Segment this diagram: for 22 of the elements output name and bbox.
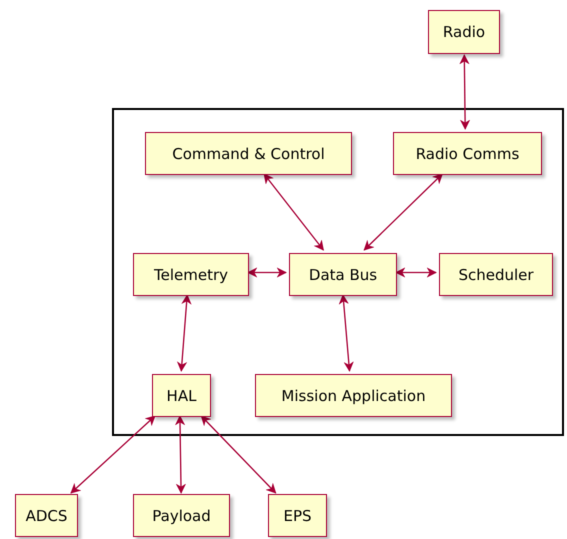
component-box: HAL <box>152 374 211 417</box>
component-box: ADCS <box>15 494 78 537</box>
component-box: Scheduler <box>439 253 553 296</box>
component-box: Radio Comms <box>393 132 542 175</box>
component-box: Command & Control <box>145 132 352 175</box>
component-box: Mission Application <box>255 374 452 417</box>
double-arrow <box>264 174 324 250</box>
double-arrow <box>396 268 436 278</box>
double-arrow <box>460 54 470 130</box>
component-box: Payload <box>133 494 230 537</box>
container-frame <box>112 108 564 436</box>
component-box: EPS <box>268 494 327 537</box>
double-arrow <box>364 174 443 250</box>
double-arrow <box>200 416 276 494</box>
double-arrow <box>175 416 186 494</box>
double-arrow <box>339 294 354 372</box>
double-arrow <box>177 294 192 372</box>
double-arrow <box>248 268 286 278</box>
component-box: Data Bus <box>289 253 397 296</box>
component-box: Radio <box>428 10 500 54</box>
component-box: Telemetry <box>133 253 249 296</box>
double-arrow <box>70 416 156 494</box>
